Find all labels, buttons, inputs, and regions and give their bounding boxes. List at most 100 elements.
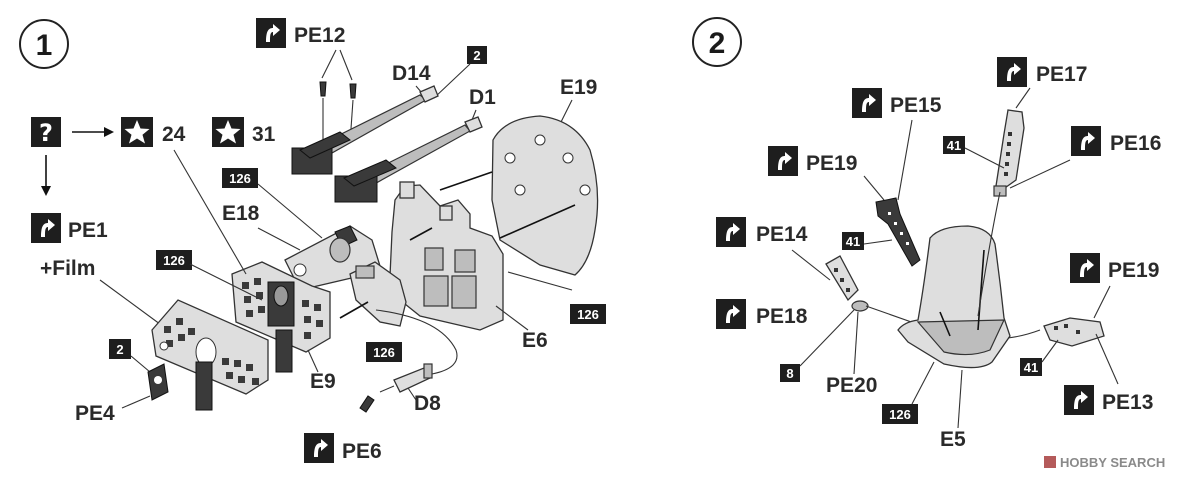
label-e9: E9 <box>310 370 336 393</box>
label-pe13: PE13 <box>1102 391 1153 414</box>
part-gun-mount <box>349 261 407 327</box>
leader-126-panel <box>189 263 263 301</box>
arrow-e6-e19-b <box>499 204 576 239</box>
part-d8 <box>379 363 433 393</box>
bend-pe19-lower-icon <box>1070 253 1100 283</box>
leader-41-lower <box>1041 339 1059 363</box>
badge-126-d8 <box>366 342 402 362</box>
step-1-number: 1 <box>36 29 53 62</box>
badge-126-panel <box>156 250 192 270</box>
label-pe19-lower: PE19 <box>1108 259 1159 282</box>
badge-126-e5-text: 126 <box>889 407 911 422</box>
arrow-down-head <box>41 186 51 196</box>
bend-pe18-icon <box>716 299 746 329</box>
leader-pe15 <box>897 119 913 201</box>
badge-41-lower <box>1020 358 1042 376</box>
leader-e9 <box>307 349 319 373</box>
watermark: HOBBY SEARCH <box>1044 455 1165 470</box>
part-e19 <box>491 115 599 276</box>
badge-126-e18-text: 126 <box>229 171 251 186</box>
badge-41-top-text: 41 <box>947 138 961 153</box>
arrow-right-head <box>104 127 114 137</box>
arrow-e6-e19-a <box>439 171 493 191</box>
part-front-panel <box>151 299 269 411</box>
leader-pe17 <box>1015 87 1031 109</box>
belt-line-right <box>977 191 1001 317</box>
bend-pe12-icon <box>256 18 286 48</box>
bend-pe14-icon <box>716 217 746 247</box>
leader-pe16 <box>1009 159 1071 189</box>
part-pe6 <box>359 395 375 413</box>
label-d14: D14 <box>392 62 431 85</box>
bend-pe1-icon <box>31 213 61 243</box>
leader-126-e5 <box>911 361 935 405</box>
label-d1: D1 <box>469 86 496 109</box>
bend-pe16-icon <box>1071 126 1101 156</box>
badge-2-pe4-text: 2 <box>116 342 123 357</box>
label-pe17: PE17 <box>1036 63 1087 86</box>
badge-2-top-text: 2 <box>473 48 480 63</box>
badge-41-mid-text: 41 <box>846 234 860 249</box>
label-e5: E5 <box>940 428 966 451</box>
badge-126-d8-text: 126 <box>373 345 395 360</box>
badge-2-top <box>467 46 487 64</box>
arrow-belt-seat-a <box>939 311 951 337</box>
label-pe6: PE6 <box>342 440 382 463</box>
leader-126-e18 <box>257 183 323 239</box>
badge-41-top <box>943 136 965 154</box>
label-star-24: 24 <box>162 123 186 146</box>
part-pe4 <box>147 363 169 401</box>
bend-pe6-icon <box>304 433 334 463</box>
step-2-number: 2 <box>709 27 726 60</box>
leader-126-e19 <box>507 271 573 291</box>
part-pe13-belt <box>1043 317 1105 347</box>
leader-41-mid <box>863 239 893 245</box>
leader-d8 <box>407 387 417 401</box>
label-star-31: 31 <box>252 123 276 146</box>
arrow-e9-mount <box>339 301 369 319</box>
leader-pe12a <box>321 49 337 79</box>
question-symbol: ? <box>39 119 53 147</box>
machine-gun-lower <box>334 116 483 203</box>
label-pe14: PE14 <box>756 223 808 246</box>
leader-pe14 <box>791 249 831 281</box>
leader-pe20 <box>853 311 859 375</box>
bend-pe13-icon <box>1064 385 1094 415</box>
leader-e6 <box>495 305 529 331</box>
label-d8: D8 <box>414 392 441 415</box>
leader-star-24 <box>173 149 247 275</box>
label-e18: E18 <box>222 202 260 225</box>
leader-film <box>99 279 169 331</box>
part-pe15-belt <box>875 197 921 267</box>
bend-pe19-upper-icon <box>768 146 798 176</box>
leader-pe19-upper <box>863 175 885 201</box>
part-e5-seat <box>897 225 1011 369</box>
question-box: ? <box>31 117 61 147</box>
badge-8 <box>780 364 800 382</box>
pe12-pins <box>319 81 357 150</box>
badge-41-lower-text: 41 <box>1024 360 1038 375</box>
leader-e18 <box>257 227 301 251</box>
leader-pe13 <box>1095 333 1119 385</box>
badge-126-e19-text: 126 <box>577 307 599 322</box>
star-24-icon <box>121 117 153 147</box>
badge-126-e19 <box>570 304 606 324</box>
leader-pe12b <box>339 49 353 81</box>
part-pe17-belt <box>993 109 1025 197</box>
label-film: +Film <box>40 257 95 280</box>
badge-8-text: 8 <box>786 366 793 381</box>
label-e6: E6 <box>522 329 548 352</box>
badge-126-e18 <box>222 168 258 188</box>
part-e9 <box>231 261 331 373</box>
step-2-circle <box>692 17 742 67</box>
bend-pe15-icon <box>852 88 882 118</box>
hobbysearch-logo-icon <box>1044 456 1056 468</box>
label-pe20: PE20 <box>826 374 877 397</box>
leader-badge-8 <box>799 309 855 367</box>
leader-41-top <box>964 147 1005 169</box>
part-pe14-belt <box>825 255 869 312</box>
badge-2-pe4 <box>109 339 131 359</box>
badge-126-panel-text: 126 <box>163 253 185 268</box>
label-pe12: PE12 <box>294 24 345 47</box>
